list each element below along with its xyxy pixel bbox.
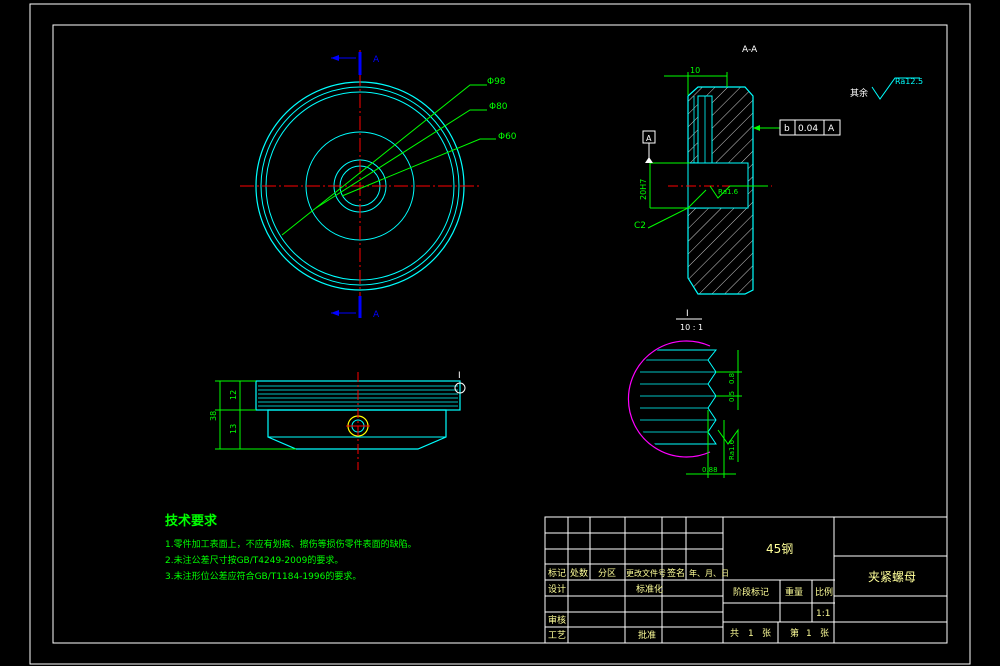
- section-title: A-A: [742, 45, 758, 55]
- tb-part-name: 夹紧螺母: [868, 570, 916, 584]
- tb-design: 设计: [548, 583, 566, 595]
- diameter-label-98: Φ98: [487, 77, 506, 87]
- side-dim-38: 38: [209, 411, 218, 421]
- title-block: [544, 516, 948, 644]
- tb-material: 45钢: [766, 542, 793, 556]
- tb-review: 审核: [548, 614, 566, 626]
- tolerance-datum: A: [828, 124, 835, 134]
- tb-header-sign: 签名: [667, 567, 685, 579]
- section-letter-top: A: [373, 55, 380, 65]
- tb-page-label: 第: [790, 627, 799, 639]
- rim-circle-2: [260, 86, 460, 286]
- tb-header-count: 处数: [570, 567, 588, 579]
- side-dim-13: 13: [229, 424, 238, 434]
- tb-scale-label: 比例: [815, 586, 833, 598]
- detail-marker-circle: [454, 382, 466, 394]
- diameter-label-60: Φ60: [498, 132, 517, 142]
- tech-note-2: 2.未注公差尺寸按GB/T4249-2009的要求。: [165, 554, 343, 566]
- tech-notes: 技术要求 1.零件加工表面上，不应有划痕、擦伤等损伤零件表面的缺陷。 2.未注公…: [165, 513, 417, 582]
- dim-bore-lines: [649, 162, 690, 209]
- diameter-label-80: Φ80: [489, 102, 508, 112]
- detail-view: I 10 : 1 0.5 0.8 0.88: [627, 309, 742, 478]
- tb-weight: 重量: [785, 586, 803, 598]
- tb-page-unit: 张: [820, 628, 829, 639]
- tb-page-value: 1: [806, 629, 812, 639]
- section-mark-bottom: A: [331, 296, 380, 320]
- detail-roughness: Ra1.6: [728, 439, 736, 460]
- detail-dim-0: 0.5: [728, 391, 736, 402]
- tb-header-doc: 更改文件号: [626, 568, 666, 578]
- tb-total-value: 1: [748, 629, 754, 639]
- front-view: A A Φ98 Φ80 Φ60: [240, 50, 517, 320]
- section-letter-bottom: A: [373, 310, 380, 320]
- tech-notes-title: 技术要求: [165, 513, 218, 529]
- side-dim-lines: [215, 380, 296, 450]
- tb-standardization: 标准化: [636, 583, 663, 595]
- other-roughness-symbol: [871, 77, 920, 100]
- tb-process: 工艺: [548, 630, 566, 641]
- datum-letter: A: [646, 134, 652, 143]
- detail-marker-label: I: [458, 371, 461, 381]
- tb-approve: 批准: [638, 629, 656, 641]
- bore-roughness-label: Ra1.6: [718, 188, 739, 196]
- side-dim-12: 12: [229, 390, 238, 400]
- tb-scale-value: 1:1: [816, 609, 830, 619]
- dim-10-label: 10: [690, 66, 700, 75]
- tech-note-1: 1.零件加工表面上，不应有划痕、擦伤等损伤零件表面的缺陷。: [165, 538, 417, 550]
- detail-dim-2: 0.88: [702, 466, 718, 474]
- section-mark-top: A: [331, 52, 380, 75]
- tb-stage-mark: 阶段标记: [733, 586, 769, 598]
- other-roughness-label: 其余: [850, 87, 868, 99]
- other-roughness-value: Ra12.5: [895, 77, 923, 86]
- chamfer-leader: [647, 189, 707, 229]
- tolerance-symbol: b: [784, 124, 790, 134]
- detail-dim-1: 0.8: [728, 373, 736, 384]
- detail-scale: 10 : 1: [680, 323, 703, 332]
- detail-boundary-arc: [627, 340, 711, 458]
- chamfer-label: C2: [634, 221, 646, 231]
- dim-bore-label: 20H7: [639, 179, 648, 200]
- bore-roughness-symbol: [709, 185, 768, 199]
- detail-dim-lines: [686, 350, 742, 478]
- tb-header-zone: 分区: [598, 568, 616, 579]
- diameter-leaders: [281, 84, 496, 236]
- detail-label: I: [686, 309, 689, 319]
- tb-header-date: 年、月、日: [689, 568, 729, 578]
- detail-teeth: [632, 349, 718, 445]
- side-view: I 12 13 38: [209, 371, 466, 470]
- tb-total-unit: 张: [762, 628, 771, 639]
- tb-total-label: 共: [730, 628, 739, 639]
- outer-border: [29, 3, 971, 665]
- title-block-text: 标记 处数 分区 更改文件号 签名 年、月、日 设计 标准化 审核 工艺 批准 …: [548, 542, 916, 641]
- section-view: A-A 10 20H7 A C2 Ra1.6: [634, 45, 923, 295]
- tech-note-3: 3.未注形位公差应符合GB/T1184-1996的要求。: [165, 570, 361, 582]
- inner-border: [52, 24, 948, 644]
- dim-10-lines: [664, 72, 728, 95]
- tb-header-mark: 标记: [548, 567, 566, 579]
- tolerance-value: 0.04: [798, 124, 818, 134]
- tolerance-frame: b 0.04 A: [779, 119, 841, 136]
